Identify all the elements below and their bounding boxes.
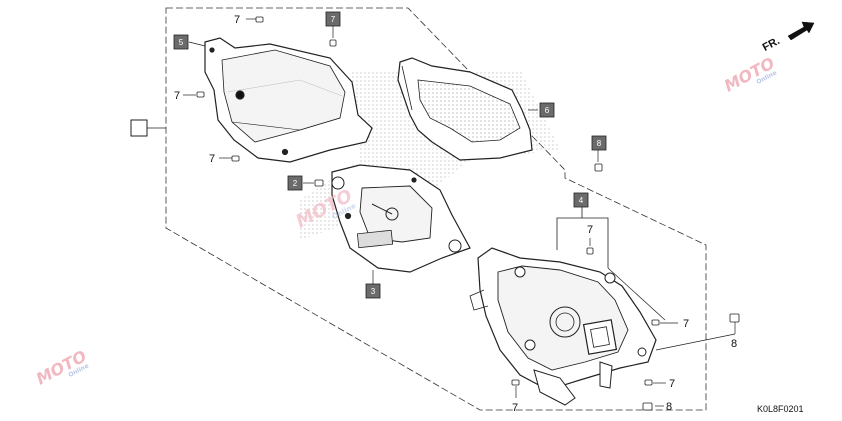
meter-bezel-frame — [397, 57, 533, 161]
part-box-5: 5 — [173, 34, 189, 50]
callout-7-center: 7 — [587, 224, 593, 236]
part-box-4: 4 — [573, 192, 589, 208]
svg-text:2: 2 — [293, 179, 298, 188]
watermark-logo-top-right: MOTO Online — [721, 53, 778, 95]
callout-7-left: 7 — [174, 90, 180, 102]
part-box-6: 6 — [539, 102, 555, 118]
front-direction-indicator: FR. — [761, 21, 815, 54]
assembly-reference-box — [130, 119, 148, 137]
upper-meter-cover — [204, 37, 373, 163]
part-box-7: 7 — [325, 11, 341, 27]
part-box-2: 2 — [287, 175, 303, 191]
assembly-outline — [165, 7, 707, 411]
screw-fasteners — [196, 16, 740, 411]
part-number-boxes: 5 7 6 8 2 3 4 — [173, 11, 607, 299]
svg-text:4: 4 — [579, 196, 584, 205]
front-arrow-icon — [787, 21, 815, 41]
meter-unit — [331, 164, 471, 273]
callout-7-top: 7 — [234, 14, 240, 26]
part-box-3: 3 — [365, 283, 381, 299]
part-box-8: 8 — [591, 135, 607, 151]
svg-text:3: 3 — [371, 287, 376, 296]
callout-8-right: 8 — [731, 338, 737, 350]
leader-lines — [183, 18, 736, 407]
watermark-logo-bottom-left: MOTO Online — [33, 346, 90, 388]
svg-text:5: 5 — [179, 38, 184, 47]
callout-8-bottom: 8 — [666, 401, 672, 413]
callout-7-lower-left: 7 — [209, 153, 215, 165]
callout-7-lower-right: 7 — [669, 378, 675, 390]
svg-text:6: 6 — [545, 106, 550, 115]
callout-7-bottom: 7 — [512, 402, 518, 414]
callout-labels: 7 7 7 7 7 7 7 8 8 — [174, 14, 737, 414]
svg-text:8: 8 — [597, 139, 602, 148]
direction-label: FR. — [761, 35, 782, 54]
svg-text:7: 7 — [331, 15, 336, 24]
diagram-code: K0L8F0201 — [757, 404, 804, 414]
bolt-group-outline — [556, 217, 609, 268]
callout-7-right: 7 — [683, 318, 689, 330]
meter-lower-case — [469, 247, 657, 406]
